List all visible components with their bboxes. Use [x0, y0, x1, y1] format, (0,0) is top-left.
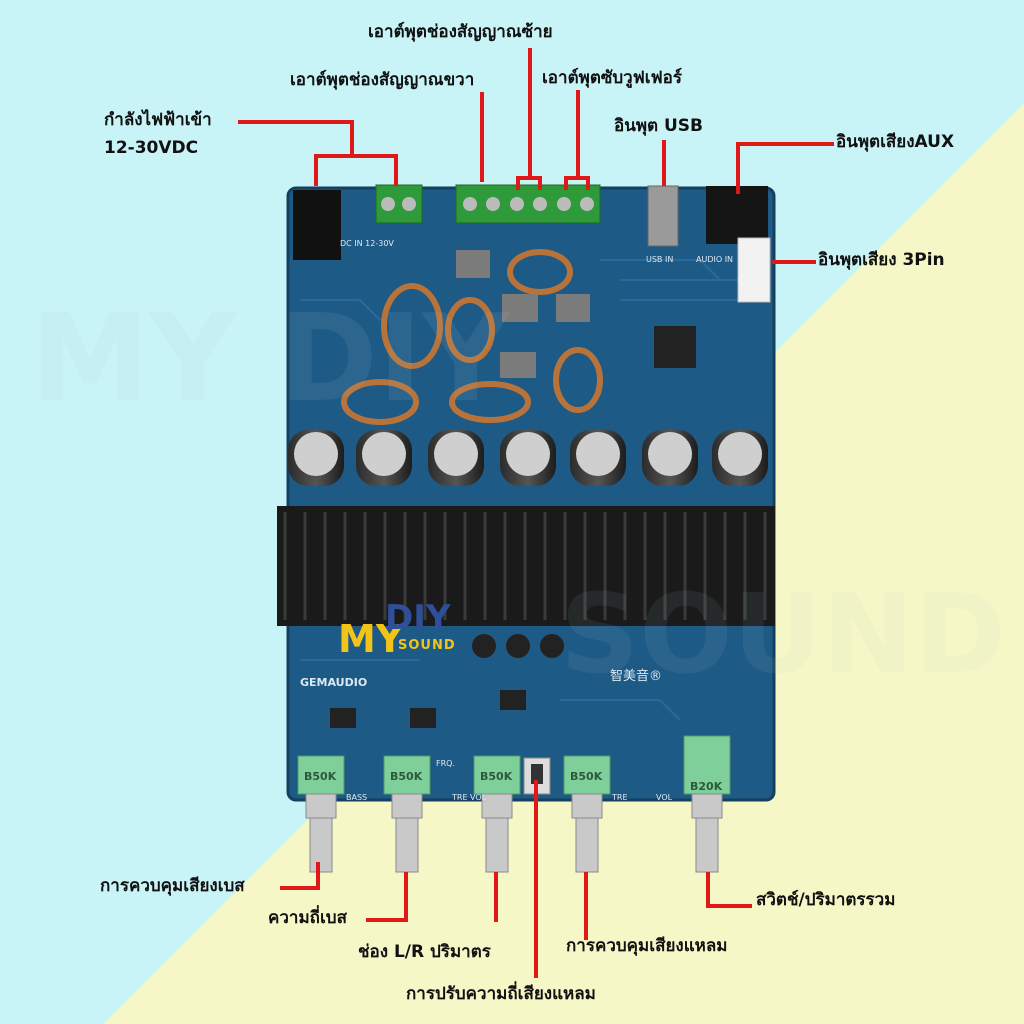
label-right-out: เอาต์พุตช่องสัญญาณขวา — [290, 70, 475, 90]
label-treble-freq: การปรับความถี่เสียงแหลม — [406, 984, 596, 1004]
label-3pin-in: อินพุตเสียง 3Pin — [818, 250, 945, 270]
dsp-chip — [654, 326, 696, 368]
logo-my: MY — [338, 617, 404, 661]
logo-sound: SOUND — [398, 638, 456, 653]
svg-text:FRQ.: FRQ. — [436, 759, 455, 768]
label-power-voltage: 12-30VDC — [104, 138, 199, 158]
dc-jack — [293, 190, 341, 260]
label-switch-volume: สวิตช์/ปริมาตรรวม — [756, 890, 896, 910]
capacitors — [288, 430, 768, 486]
potentiometers — [297, 735, 731, 873]
label-power-in: กำลังไฟฟ้าเข้า — [104, 110, 212, 130]
svg-text:TRE: TRE — [611, 793, 628, 802]
svg-text:AUDIO IN: AUDIO IN — [696, 255, 733, 264]
power-terminal — [375, 184, 423, 224]
brand-text: GEMAUDIO — [300, 676, 367, 689]
svg-text:VOL: VOL — [656, 793, 673, 802]
svg-text:DC IN 12-30V: DC IN 12-30V — [340, 239, 394, 248]
usb-port — [647, 185, 679, 247]
label-aux-in: อินพุตเสียงAUX — [836, 132, 955, 152]
svg-text:B50K: B50K — [390, 770, 423, 783]
label-sub-out: เอาต์พุตซับวูฟเฟอร์ — [542, 68, 682, 88]
inductors — [341, 249, 603, 425]
aux-jack — [706, 186, 768, 244]
watermark-big: MY DIY — [30, 290, 510, 429]
svg-text:B50K: B50K — [570, 770, 603, 783]
svg-text:B20K: B20K — [690, 780, 723, 793]
label-bass-freq: ความถี่เบส — [268, 908, 347, 928]
svg-text:TRE VOL: TRE VOL — [451, 793, 487, 802]
label-usb-in: อินพุต USB — [614, 116, 704, 136]
watermark-sound: SOUND — [560, 570, 1006, 698]
svg-text:BASS: BASS — [346, 793, 367, 802]
three-pin-connector — [737, 237, 771, 303]
speaker-terminals — [455, 184, 601, 224]
label-bass-control: การควบคุมเสียงเบส — [100, 876, 245, 896]
svg-text:USB IN: USB IN — [646, 255, 673, 264]
svg-text:B50K: B50K — [480, 770, 513, 783]
brand-cn-text: 智美音® — [610, 668, 662, 684]
label-lr-volume: ช่อง L/R ปริมาตร — [358, 942, 491, 962]
heatsink — [277, 506, 775, 626]
svg-text:B50K: B50K — [304, 770, 337, 783]
label-left-out: เอาต์พุตช่องสัญญาณซ้าย — [368, 22, 553, 42]
label-treble-control: การควบคุมเสียงแหลม — [566, 936, 728, 956]
logo-diy: DIY — [385, 598, 451, 638]
